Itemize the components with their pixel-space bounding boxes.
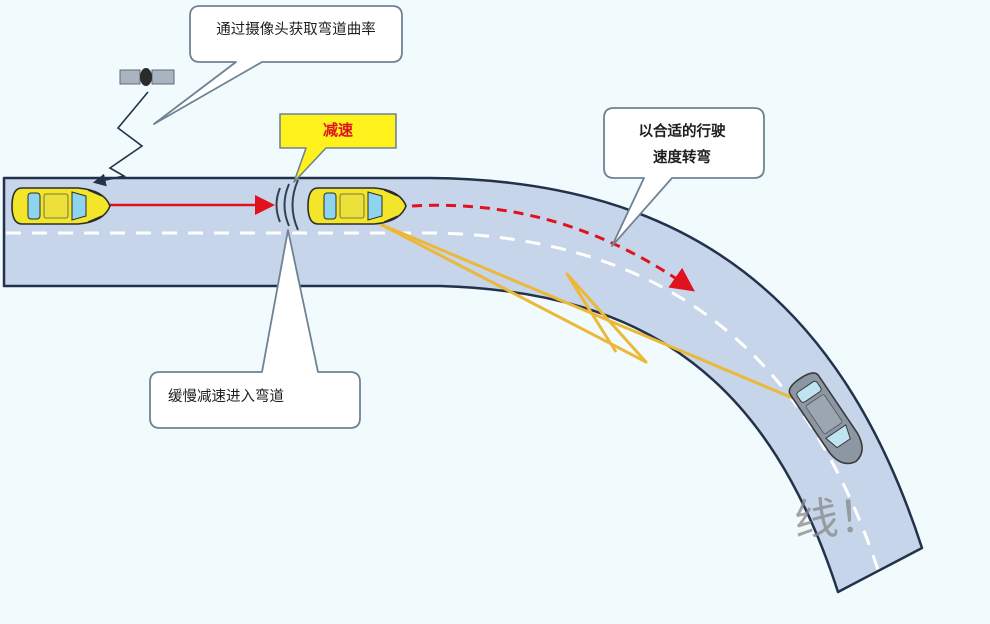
camera-curvature-label: 通过摄像头获取弯道曲率 bbox=[216, 22, 376, 38]
decelerate-label: 减速 bbox=[322, 121, 353, 139]
callout-turn-bubble bbox=[603, 107, 765, 247]
path-arrow-curve bbox=[411, 203, 695, 292]
callout-slow-bubble bbox=[149, 229, 361, 429]
turn-speed-label-line2: 速度转弯 bbox=[653, 150, 711, 166]
satellite-signal bbox=[92, 91, 149, 187]
callout-camera-bubble bbox=[153, 5, 403, 125]
callout-decelerate-bubble bbox=[279, 113, 397, 183]
watermark-text: 线！ bbox=[792, 489, 884, 547]
car-approaching bbox=[11, 187, 111, 225]
slow-entry-label: 缓慢减速进入弯道 bbox=[168, 389, 284, 405]
satellite-icon bbox=[119, 68, 175, 86]
sensor-wave-icon bbox=[275, 179, 299, 231]
lane-marking bbox=[6, 231, 880, 571]
car-oncoming bbox=[788, 372, 863, 465]
turn-speed-label-line1: 以合适的行驶 bbox=[638, 124, 726, 140]
sensor-beam bbox=[379, 222, 846, 423]
car-decelerating bbox=[307, 187, 407, 225]
road bbox=[2, 176, 924, 594]
